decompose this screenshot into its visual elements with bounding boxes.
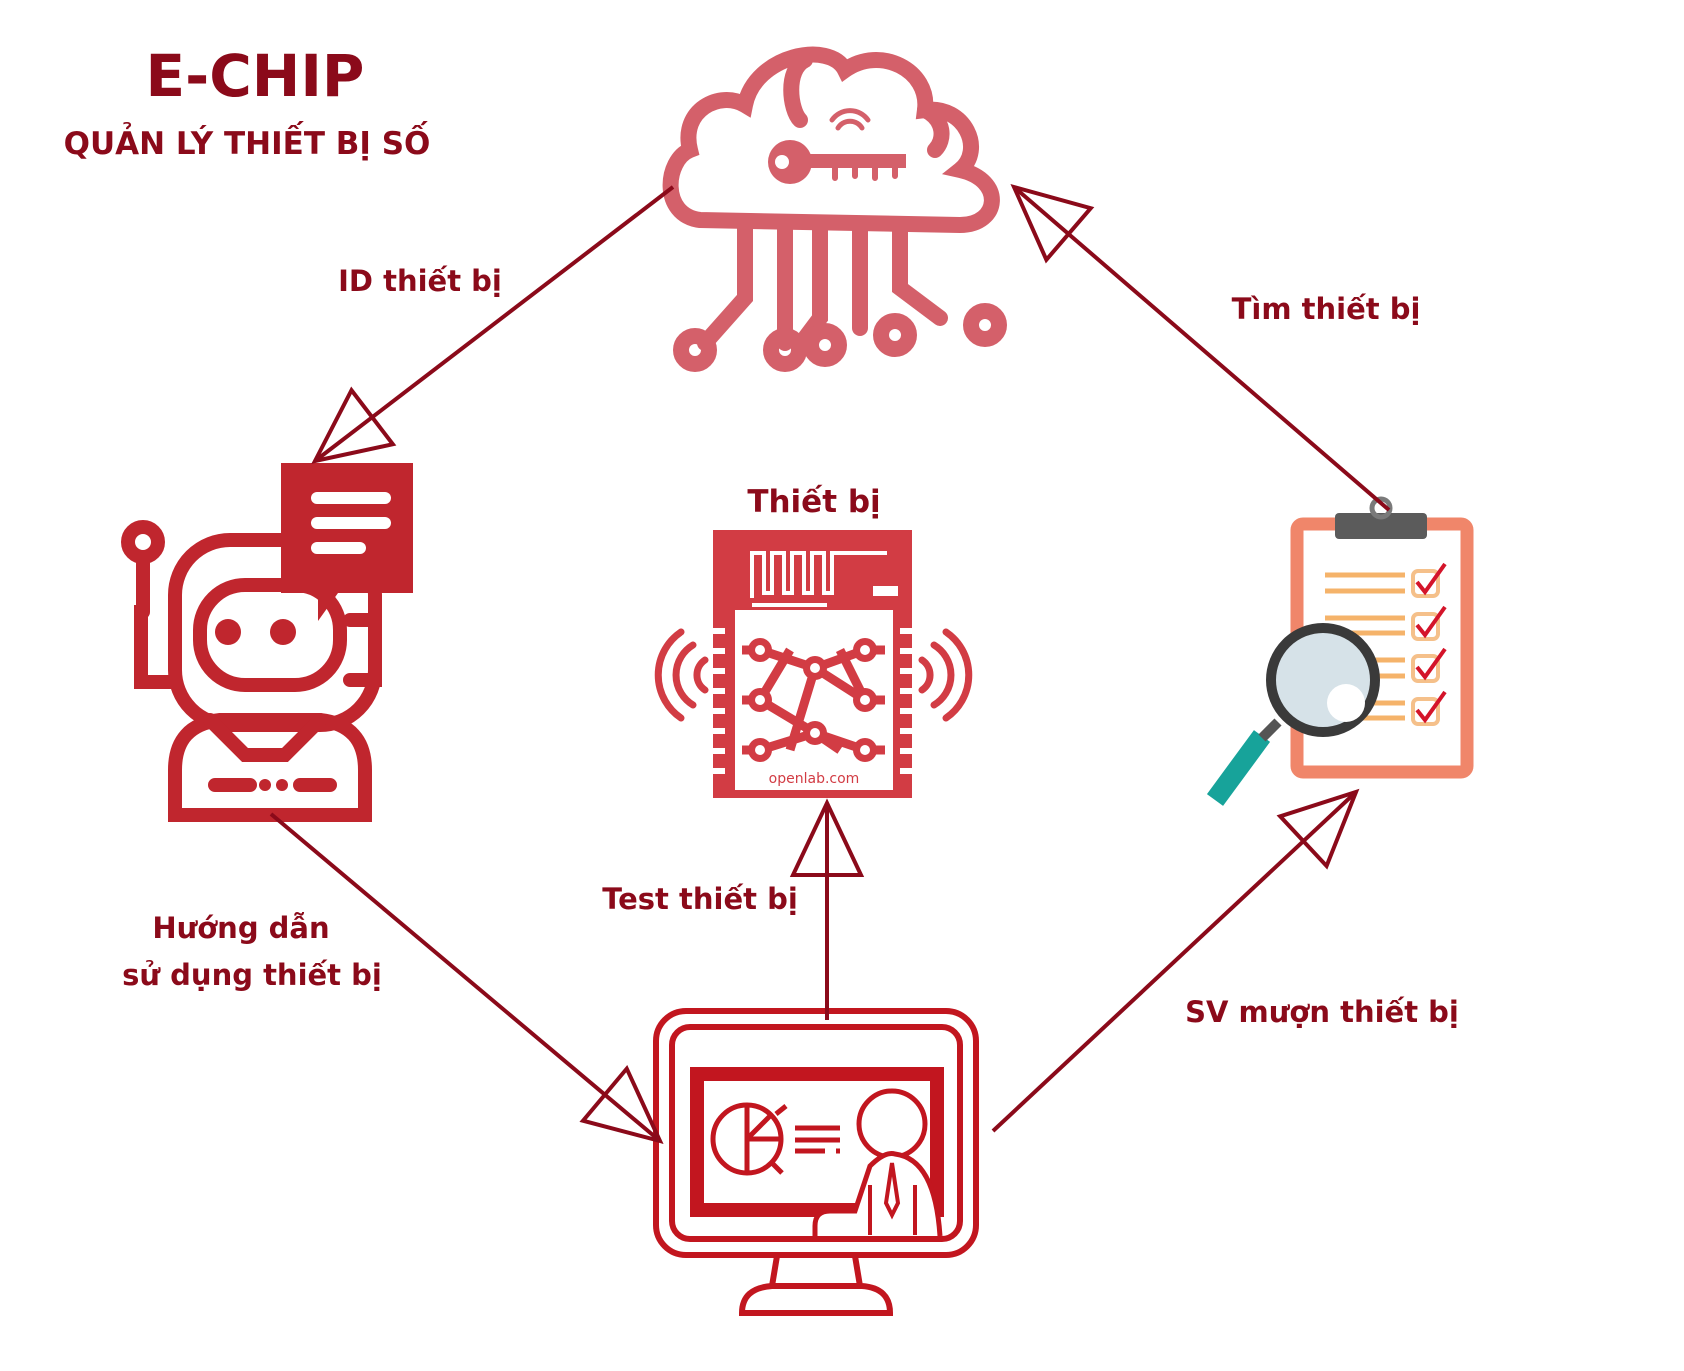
arrow-test-head	[789, 798, 865, 877]
monitor-presentation-icon	[653, 1008, 979, 1316]
edge-label-guide-line2: sử dụng thiết bị	[122, 958, 382, 992]
device-label: Thiết bị	[747, 484, 880, 520]
arrow-id-head	[311, 386, 397, 464]
arrow-borrow-head	[1276, 788, 1360, 870]
edge-label-search: Tìm thiết bị	[1232, 292, 1421, 326]
chip-brand: openlab.com	[769, 771, 860, 787]
arrow-id-line	[313, 185, 675, 463]
subtitle: QUẢN LÝ THIẾT BỊ SỐ	[64, 121, 431, 162]
chatbot-icon	[121, 463, 413, 822]
checklist-search-icon	[1206, 496, 1474, 806]
arrow-borrow-line	[991, 790, 1358, 1133]
cloud-key-icon	[662, 46, 1007, 372]
arrow-guide-line	[269, 812, 662, 1143]
arrow-guide-head	[579, 1064, 664, 1145]
arrow-search-head	[1010, 183, 1095, 264]
edge-label-borrow: SV mượn thiết bị	[1185, 995, 1459, 1029]
edge-label-test: Test thiết bị	[602, 882, 798, 916]
title: E-CHIP	[146, 42, 365, 110]
arrows	[269, 183, 1391, 1145]
signal-waves-icon	[654, 628, 973, 722]
arrow-search-line	[1012, 185, 1391, 512]
edge-label-id: ID thiết bị	[338, 264, 502, 298]
iot-chip-icon: openlab.com	[654, 530, 973, 798]
edge-label-guide-line1: Hướng dẫn	[152, 911, 329, 945]
